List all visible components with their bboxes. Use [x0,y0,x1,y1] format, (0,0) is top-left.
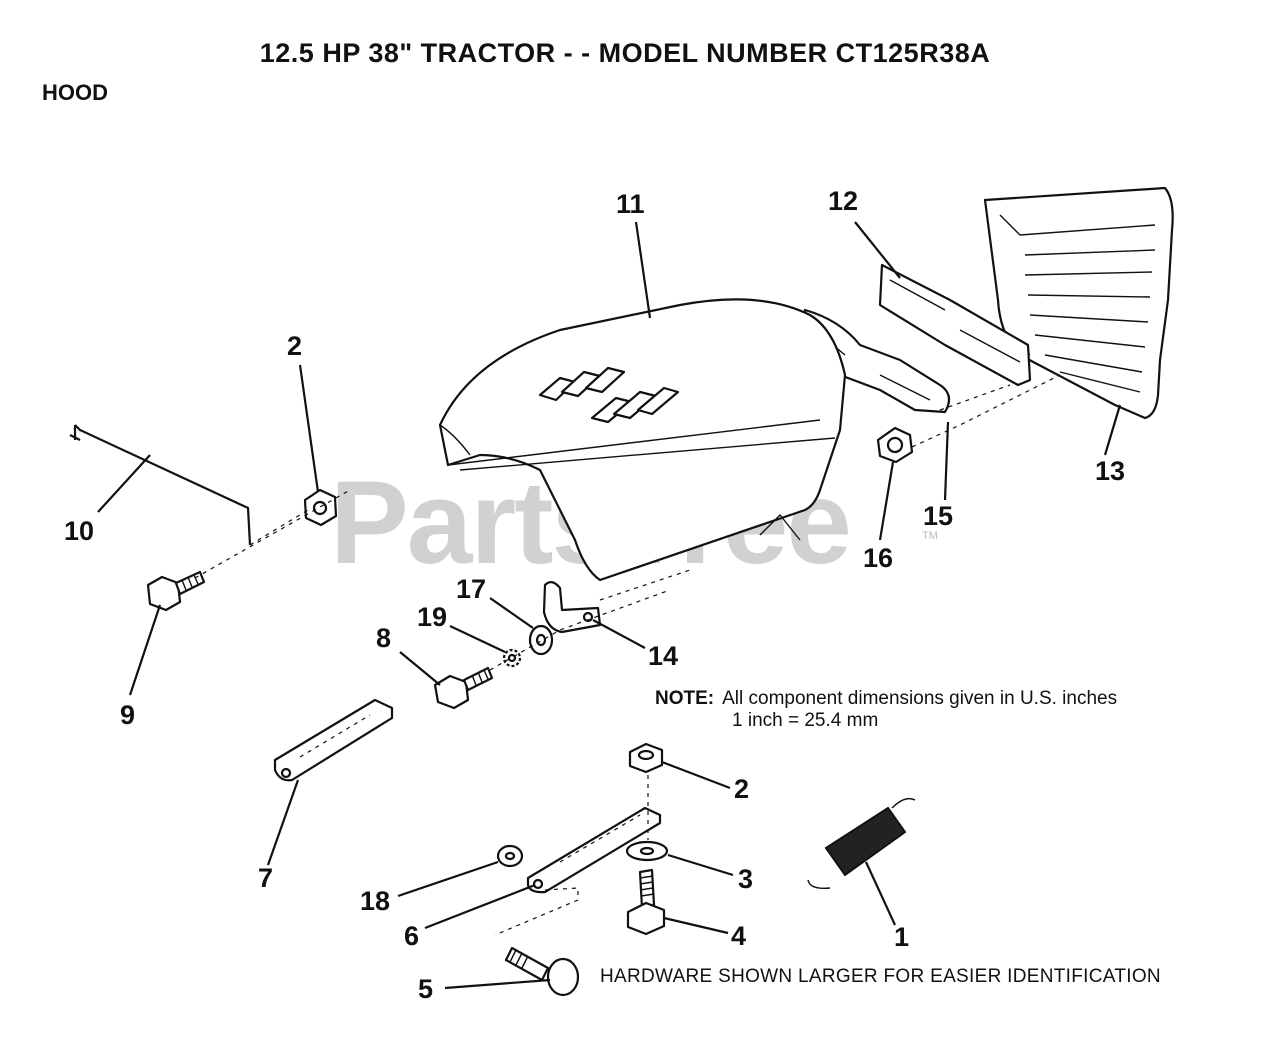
part-2-nut-lower[interactable] [628,742,664,774]
part-17-washer[interactable] [528,624,554,656]
callout-2-lower: 2 [734,774,749,804]
part-10-rod[interactable] [69,424,252,546]
note-line2: 1 inch = 25.4 mm [732,710,879,731]
note-label: NOTE: [655,688,715,709]
callout-11: 11 [616,189,645,219]
part-3-washer[interactable] [625,840,669,862]
callout-2-upper: 2 [287,331,302,361]
callout-5: 5 [418,974,433,1004]
diagram-title: 12.5 HP 38" TRACTOR - - MODEL NUMBER CT1… [259,38,991,68]
callout-15: 15 [923,501,953,531]
part-7-lever[interactable] [273,698,394,782]
callout-13: 13 [1095,456,1125,486]
callout-4: 4 [731,921,746,951]
callout-12: 12 [828,186,858,216]
callout-3: 3 [738,864,753,894]
part-14-clip[interactable] [542,581,602,634]
note-block: NOTE: All component dimensions given in U… [655,688,1117,732]
part-1-spring[interactable] [807,797,916,890]
section-label: HOOD [42,80,108,105]
part-5-bolt[interactable] [504,946,580,997]
callout-18: 18 [360,886,390,916]
callout-10: 10 [64,516,94,546]
hood-vents [538,366,680,424]
alignment-lines [194,374,1061,936]
watermark-tm: TM [922,530,938,542]
callout-8: 8 [376,623,391,653]
callout-16: 16 [863,543,893,573]
part-19-lockwasher[interactable] [502,648,522,668]
callout-19: 19 [417,602,447,632]
leader-lines [97,221,1122,990]
part-4-bolt[interactable] [626,868,666,936]
callout-9: 9 [120,700,135,730]
part-2-nut-upper[interactable] [303,488,338,527]
part-6-link[interactable] [526,806,662,894]
callout-7: 7 [258,863,273,893]
callout-1: 1 [894,922,909,952]
callout-17: 17 [456,574,486,604]
part-12-bracket[interactable] [878,263,1032,387]
part-16-nut[interactable] [876,426,914,464]
part-8-bolt[interactable] [433,666,494,710]
part-11-hood[interactable] [438,298,847,582]
part-18-washer[interactable] [496,844,524,868]
callout-6: 6 [404,921,419,951]
note-line1: All component dimensions given in U.S. i… [722,688,1118,709]
callout-14: 14 [648,641,678,671]
hardware-note: HARDWARE SHOWN LARGER FOR EASIER IDENTIF… [600,966,1161,987]
